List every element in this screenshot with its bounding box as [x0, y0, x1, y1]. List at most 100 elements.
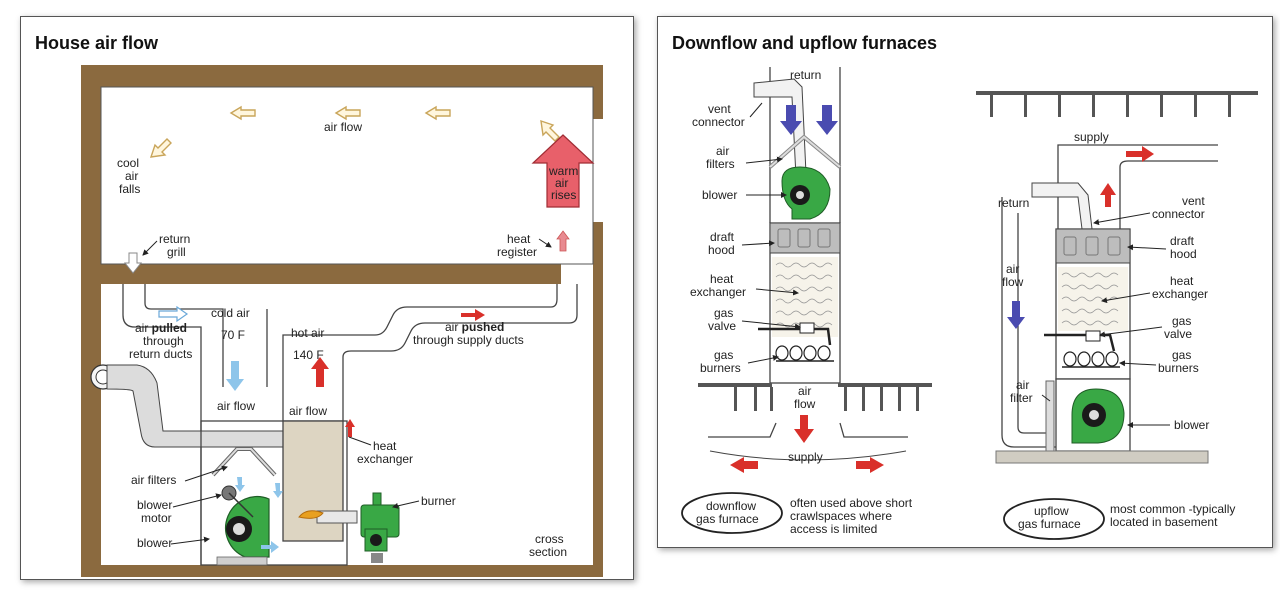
down-valve-label-1: gas [714, 306, 733, 320]
up-supply-label: supply [1074, 130, 1109, 144]
up-blower-label: blower [1174, 418, 1209, 432]
house-air-flow-panel: House air flow air flow cool air [20, 16, 634, 580]
heat-register-label-2: register [497, 245, 537, 259]
up-flow-label-2: flow [1002, 275, 1024, 289]
upflow-return-arrow [1007, 301, 1025, 329]
heat-register-arrow [556, 230, 570, 252]
cool-air-label-2: air [125, 169, 138, 183]
hot-air-up-arrow [311, 357, 329, 387]
vent-pipe [90, 364, 290, 448]
up-vent-label-1: vent [1182, 194, 1205, 208]
downflow-desc-3: access is limited [790, 522, 877, 536]
house-air-flow-diagram: air flow cool air falls warm air rises r… [81, 65, 603, 577]
upflow-vent-arrow [1100, 183, 1116, 207]
cold-arrow-small-1 [235, 477, 245, 492]
supply-air-flow-label: air flow [289, 404, 327, 418]
warm-air-label-2: air [555, 176, 568, 190]
up-vent-label-2: connector [1152, 207, 1205, 221]
hot-air-temp: 140 F [293, 348, 324, 362]
down-burners-label-1: gas [714, 348, 733, 362]
burner [298, 492, 400, 563]
downflow-return-arrow-2 [816, 105, 838, 135]
warm-air-label-1: warm [548, 164, 578, 178]
down-vent-label-1: vent [708, 102, 731, 116]
warm-air-label-3: rises [551, 188, 576, 202]
furnaces-panel: Downflow and upflow furnaces [657, 16, 1273, 548]
return-grill-label-2: grill [167, 245, 186, 259]
cool-air-label-3: falls [119, 182, 140, 196]
blower-label: blower [137, 536, 172, 550]
upflow-supply-arrow [1126, 146, 1154, 162]
blower-motor-label-2: motor [141, 511, 172, 525]
upflow-desc-1: most common -typically [1110, 502, 1235, 516]
house-air-flow-title: House air flow [35, 33, 159, 53]
warm-air-rises-arrow [531, 134, 595, 208]
up-draft-label-2: hood [1170, 247, 1197, 261]
down-supply-label: supply [788, 450, 823, 464]
cold-air-down-arrow [226, 361, 244, 391]
downflow-right-arrow [856, 457, 884, 473]
up-hx-label-1: heat [1170, 274, 1194, 288]
heat-exchanger-arrow [345, 419, 355, 437]
up-valve-label-1: gas [1172, 314, 1191, 328]
heat-register-label-1: heat [507, 232, 531, 246]
up-burners-label-1: gas [1172, 348, 1191, 362]
downflow-desc-1: often used above short [790, 496, 913, 510]
up-flow-label-1: air [1006, 262, 1019, 276]
blower-motor-label-1: blower [137, 498, 172, 512]
downflow-left-arrow [730, 457, 758, 473]
down-draft-label-2: hood [708, 243, 735, 257]
cross-section-label-2: section [529, 545, 567, 559]
air-pulled-label-2: through [143, 334, 184, 348]
cool-air-label-1: cool [117, 156, 139, 170]
heat-exchanger-label-1: heat [373, 439, 397, 453]
furnaces-title: Downflow and upflow furnaces [672, 33, 937, 53]
down-blower-label: blower [702, 188, 737, 202]
downflow-return-arrow-1 [780, 105, 802, 135]
return-grill-label-1: return [159, 232, 190, 246]
downflow-desc-2: crawlspaces where [790, 509, 892, 523]
up-draft-label-1: draft [1170, 234, 1195, 248]
upflow-oval [1003, 498, 1105, 540]
cross-section-label-1: cross [535, 532, 564, 546]
return-air-flow-label: air flow [217, 399, 255, 413]
up-hx-label-2: exchanger [1152, 287, 1208, 301]
down-flow-label-1: air [798, 384, 811, 398]
ceiling-air-flow-label: air flow [324, 120, 362, 134]
furnaces-diagram: return vent connector air filters blower… [681, 67, 1258, 540]
upflow-oval-label-1: upflow [1034, 504, 1069, 518]
down-valve-label-2: valve [708, 319, 736, 333]
down-flow-label-2: flow [794, 397, 816, 411]
up-burners-label-2: burners [1158, 361, 1199, 375]
furnace-cabinet [200, 420, 348, 566]
up-valve-label-2: valve [1164, 327, 1192, 341]
upflow-oval-label-2: gas furnace [1018, 517, 1081, 531]
air-pushed-label-2: through supply ducts [413, 333, 524, 347]
air-filters-label: air filters [131, 473, 176, 487]
downflow-oval-label-1: downflow [706, 499, 756, 513]
air-pulled-label: air pulled [135, 321, 187, 335]
down-hx-label-2: exchanger [690, 285, 746, 299]
house-walls [81, 65, 603, 577]
supply-flow-arrow [461, 309, 485, 321]
burner-label: burner [421, 494, 456, 508]
down-filters-label-2: filters [706, 157, 735, 171]
down-filters-label-1: air [716, 144, 729, 158]
downflow-oval [681, 492, 783, 534]
return-flow-arrow [158, 305, 189, 323]
return-grill-arrow [123, 252, 143, 274]
down-vent-label-2: connector [692, 115, 745, 129]
supply-duct [282, 284, 578, 421]
blower-out-arrow [261, 541, 279, 553]
heat-exchanger-label-2: exchanger [357, 452, 413, 466]
air-filters-shape [211, 447, 277, 477]
up-filter-label-1: air [1016, 378, 1029, 392]
down-return-label: return [790, 68, 821, 82]
cold-air-temp: 70 F [221, 328, 245, 342]
upflow-desc-2: located in basement [1110, 515, 1218, 529]
down-hx-label-1: heat [710, 272, 734, 286]
air-pulled-label-3: return ducts [129, 347, 192, 361]
ceiling-airflow-arrows [149, 105, 560, 158]
downflow-oval-label-2: gas furnace [696, 512, 759, 526]
down-draft-label-1: draft [710, 230, 735, 244]
